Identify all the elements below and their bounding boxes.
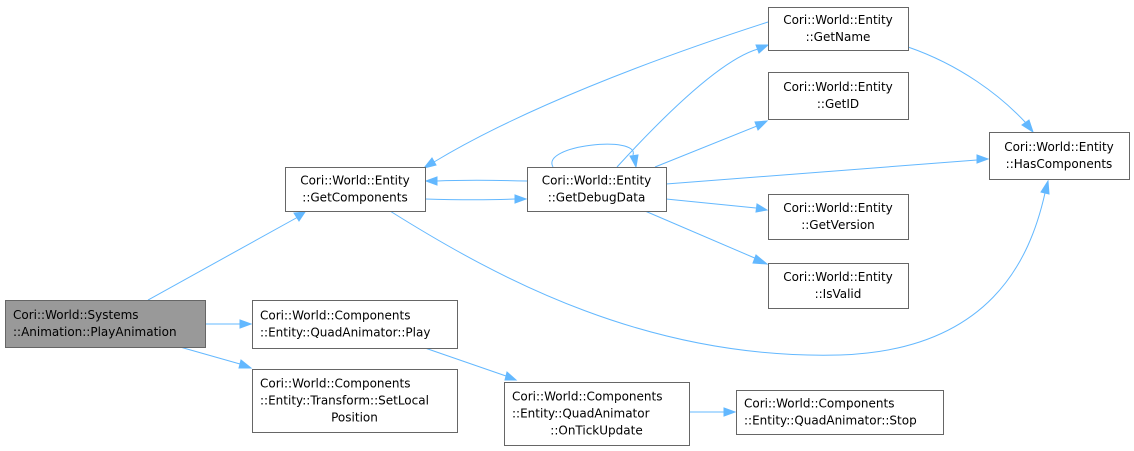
edge-line xyxy=(551,143,634,168)
arrowhead-icon xyxy=(422,157,437,169)
edge-play-animation-to-quad-play xyxy=(205,319,253,329)
edge-line xyxy=(907,46,1027,124)
edge-get-debug-data-to-get-name xyxy=(616,44,770,168)
node-label-line: Position xyxy=(331,411,378,425)
node-box xyxy=(989,132,1130,180)
node-label-line: Cori::World::Entity xyxy=(783,13,893,27)
edge-line xyxy=(436,179,528,182)
node-label-line: Cori::World::Entity xyxy=(783,80,893,94)
edge-line xyxy=(147,216,299,301)
edge-play-animation-to-get-components xyxy=(147,211,306,301)
node-label-line: ::GetID xyxy=(817,97,859,111)
edge-get-name-to-get-components xyxy=(422,21,769,169)
edge-line xyxy=(179,346,241,365)
node-box xyxy=(252,369,458,433)
edge-on-tick-update-to-quad-stop xyxy=(689,407,737,417)
nodes-layer: Cori::World::Systems::Animation::PlayAni… xyxy=(5,7,1130,446)
node-label-line: Cori::World::Systems xyxy=(13,308,139,322)
edge-line xyxy=(665,159,978,185)
arrowhead-icon xyxy=(504,371,518,381)
node-box xyxy=(768,7,909,51)
node-label-line: Cori::World::Components xyxy=(744,397,894,411)
edge-line xyxy=(654,125,758,168)
edge-line xyxy=(424,347,507,377)
node-label-line: Cori::World::Entity xyxy=(783,270,893,284)
edge-quad-play-to-on-tick-update xyxy=(424,347,518,381)
node-quad-play[interactable]: Cori::World::Components::Entity::QuadAni… xyxy=(252,300,458,349)
node-play-animation[interactable]: Cori::World::Systems::Animation::PlayAni… xyxy=(5,300,206,348)
node-get-debug-data[interactable]: Cori::World::Entity::GetDebugData xyxy=(527,167,667,212)
node-get-id[interactable]: Cori::World::Entity::GetID xyxy=(768,72,909,120)
edges-layer xyxy=(147,21,1050,417)
arrowhead-icon xyxy=(238,359,253,369)
edge-line xyxy=(616,48,759,168)
node-label-line: ::Animation::PlayAnimation xyxy=(13,325,177,339)
node-get-name[interactable]: Cori::World::Entity::GetName xyxy=(768,7,909,51)
node-label-line: Cori::World::Entity xyxy=(300,174,410,188)
edge-line xyxy=(424,198,516,201)
node-label-line: ::Entity::QuadAnimator::Play xyxy=(260,326,430,340)
node-label-line: ::GetDebugData xyxy=(548,191,646,205)
node-label-line: ::Entity::QuadAnimator xyxy=(512,407,650,421)
node-label-line: Cori::World::Components xyxy=(260,377,410,391)
edge-get-components-to-has-components xyxy=(389,179,1050,356)
node-box xyxy=(768,72,909,120)
edge-get-name-to-has-components xyxy=(907,46,1034,134)
edge-get-debug-data-to-get-id xyxy=(654,120,769,168)
node-label-line: ::GetVersion xyxy=(801,218,875,232)
node-on-tick-update[interactable]: Cori::World::Components::Entity::QuadAni… xyxy=(504,382,690,446)
node-label-line: Cori::World::Entity xyxy=(783,201,893,215)
node-label-line: Cori::World::Components xyxy=(260,309,410,323)
node-label-line: ::Entity::QuadAnimator::Stop xyxy=(744,414,917,428)
node-label-line: ::GetComponents xyxy=(302,191,407,205)
node-box xyxy=(768,263,909,309)
arrowhead-icon xyxy=(755,203,769,213)
node-get-components[interactable]: Cori::World::Entity::GetComponents xyxy=(285,167,426,212)
node-box xyxy=(5,300,206,348)
arrowhead-icon xyxy=(239,319,253,329)
node-label-line: ::HasComponents xyxy=(1006,157,1113,171)
arrowhead-icon xyxy=(755,44,770,54)
node-has-components[interactable]: Cori::World::Entity::HasComponents xyxy=(989,132,1130,180)
arrowhead-icon xyxy=(514,194,528,204)
arrowhead-icon xyxy=(1040,179,1050,195)
arrowhead-icon xyxy=(754,120,769,131)
edge-line xyxy=(665,198,757,209)
edge-line xyxy=(433,21,769,163)
node-label-line: Cori::World::Entity xyxy=(542,174,652,188)
node-get-version[interactable]: Cori::World::Entity::GetVersion xyxy=(768,194,909,240)
edge-get-debug-data-to-has-components xyxy=(665,154,990,185)
node-label-line: ::IsValid xyxy=(815,287,862,301)
arrowhead-icon xyxy=(723,407,737,417)
edge-line xyxy=(389,192,1046,356)
arrowhead-icon xyxy=(629,154,639,169)
edge-get-debug-data-to-get-components xyxy=(424,176,528,186)
arrowhead-icon xyxy=(752,254,769,265)
node-box xyxy=(768,194,909,240)
node-box xyxy=(285,167,426,212)
node-label-line: ::Entity::Transform::SetLocal xyxy=(260,394,429,408)
edge-get-components-to-get-debug-data xyxy=(424,194,528,204)
edge-get-debug-data-to-get-debug-data xyxy=(551,143,639,169)
arrowhead-icon xyxy=(424,176,438,186)
edge-get-debug-data-to-get-version xyxy=(665,198,769,213)
node-label-line: Cori::World::Components xyxy=(512,390,662,404)
edge-line xyxy=(644,210,758,260)
node-set-local-position[interactable]: Cori::World::Components::Entity::Transfo… xyxy=(252,369,458,433)
node-box xyxy=(252,300,458,349)
node-is-valid[interactable]: Cori::World::Entity::IsValid xyxy=(768,263,909,309)
arrowhead-icon xyxy=(1021,119,1034,134)
node-box xyxy=(504,382,690,446)
node-label-line: ::GetName xyxy=(806,30,871,44)
arrowhead-icon xyxy=(976,154,990,164)
edge-play-animation-to-set-local-position xyxy=(179,346,253,369)
node-label-line: Cori::World::Entity xyxy=(1004,140,1114,154)
node-box xyxy=(736,390,944,435)
node-box xyxy=(527,167,667,212)
node-quad-stop[interactable]: Cori::World::Components::Entity::QuadAni… xyxy=(736,390,944,435)
arrowhead-icon xyxy=(293,211,306,222)
node-label-line: ::OnTickUpdate xyxy=(550,424,642,438)
edge-get-debug-data-to-is-valid xyxy=(644,210,769,265)
